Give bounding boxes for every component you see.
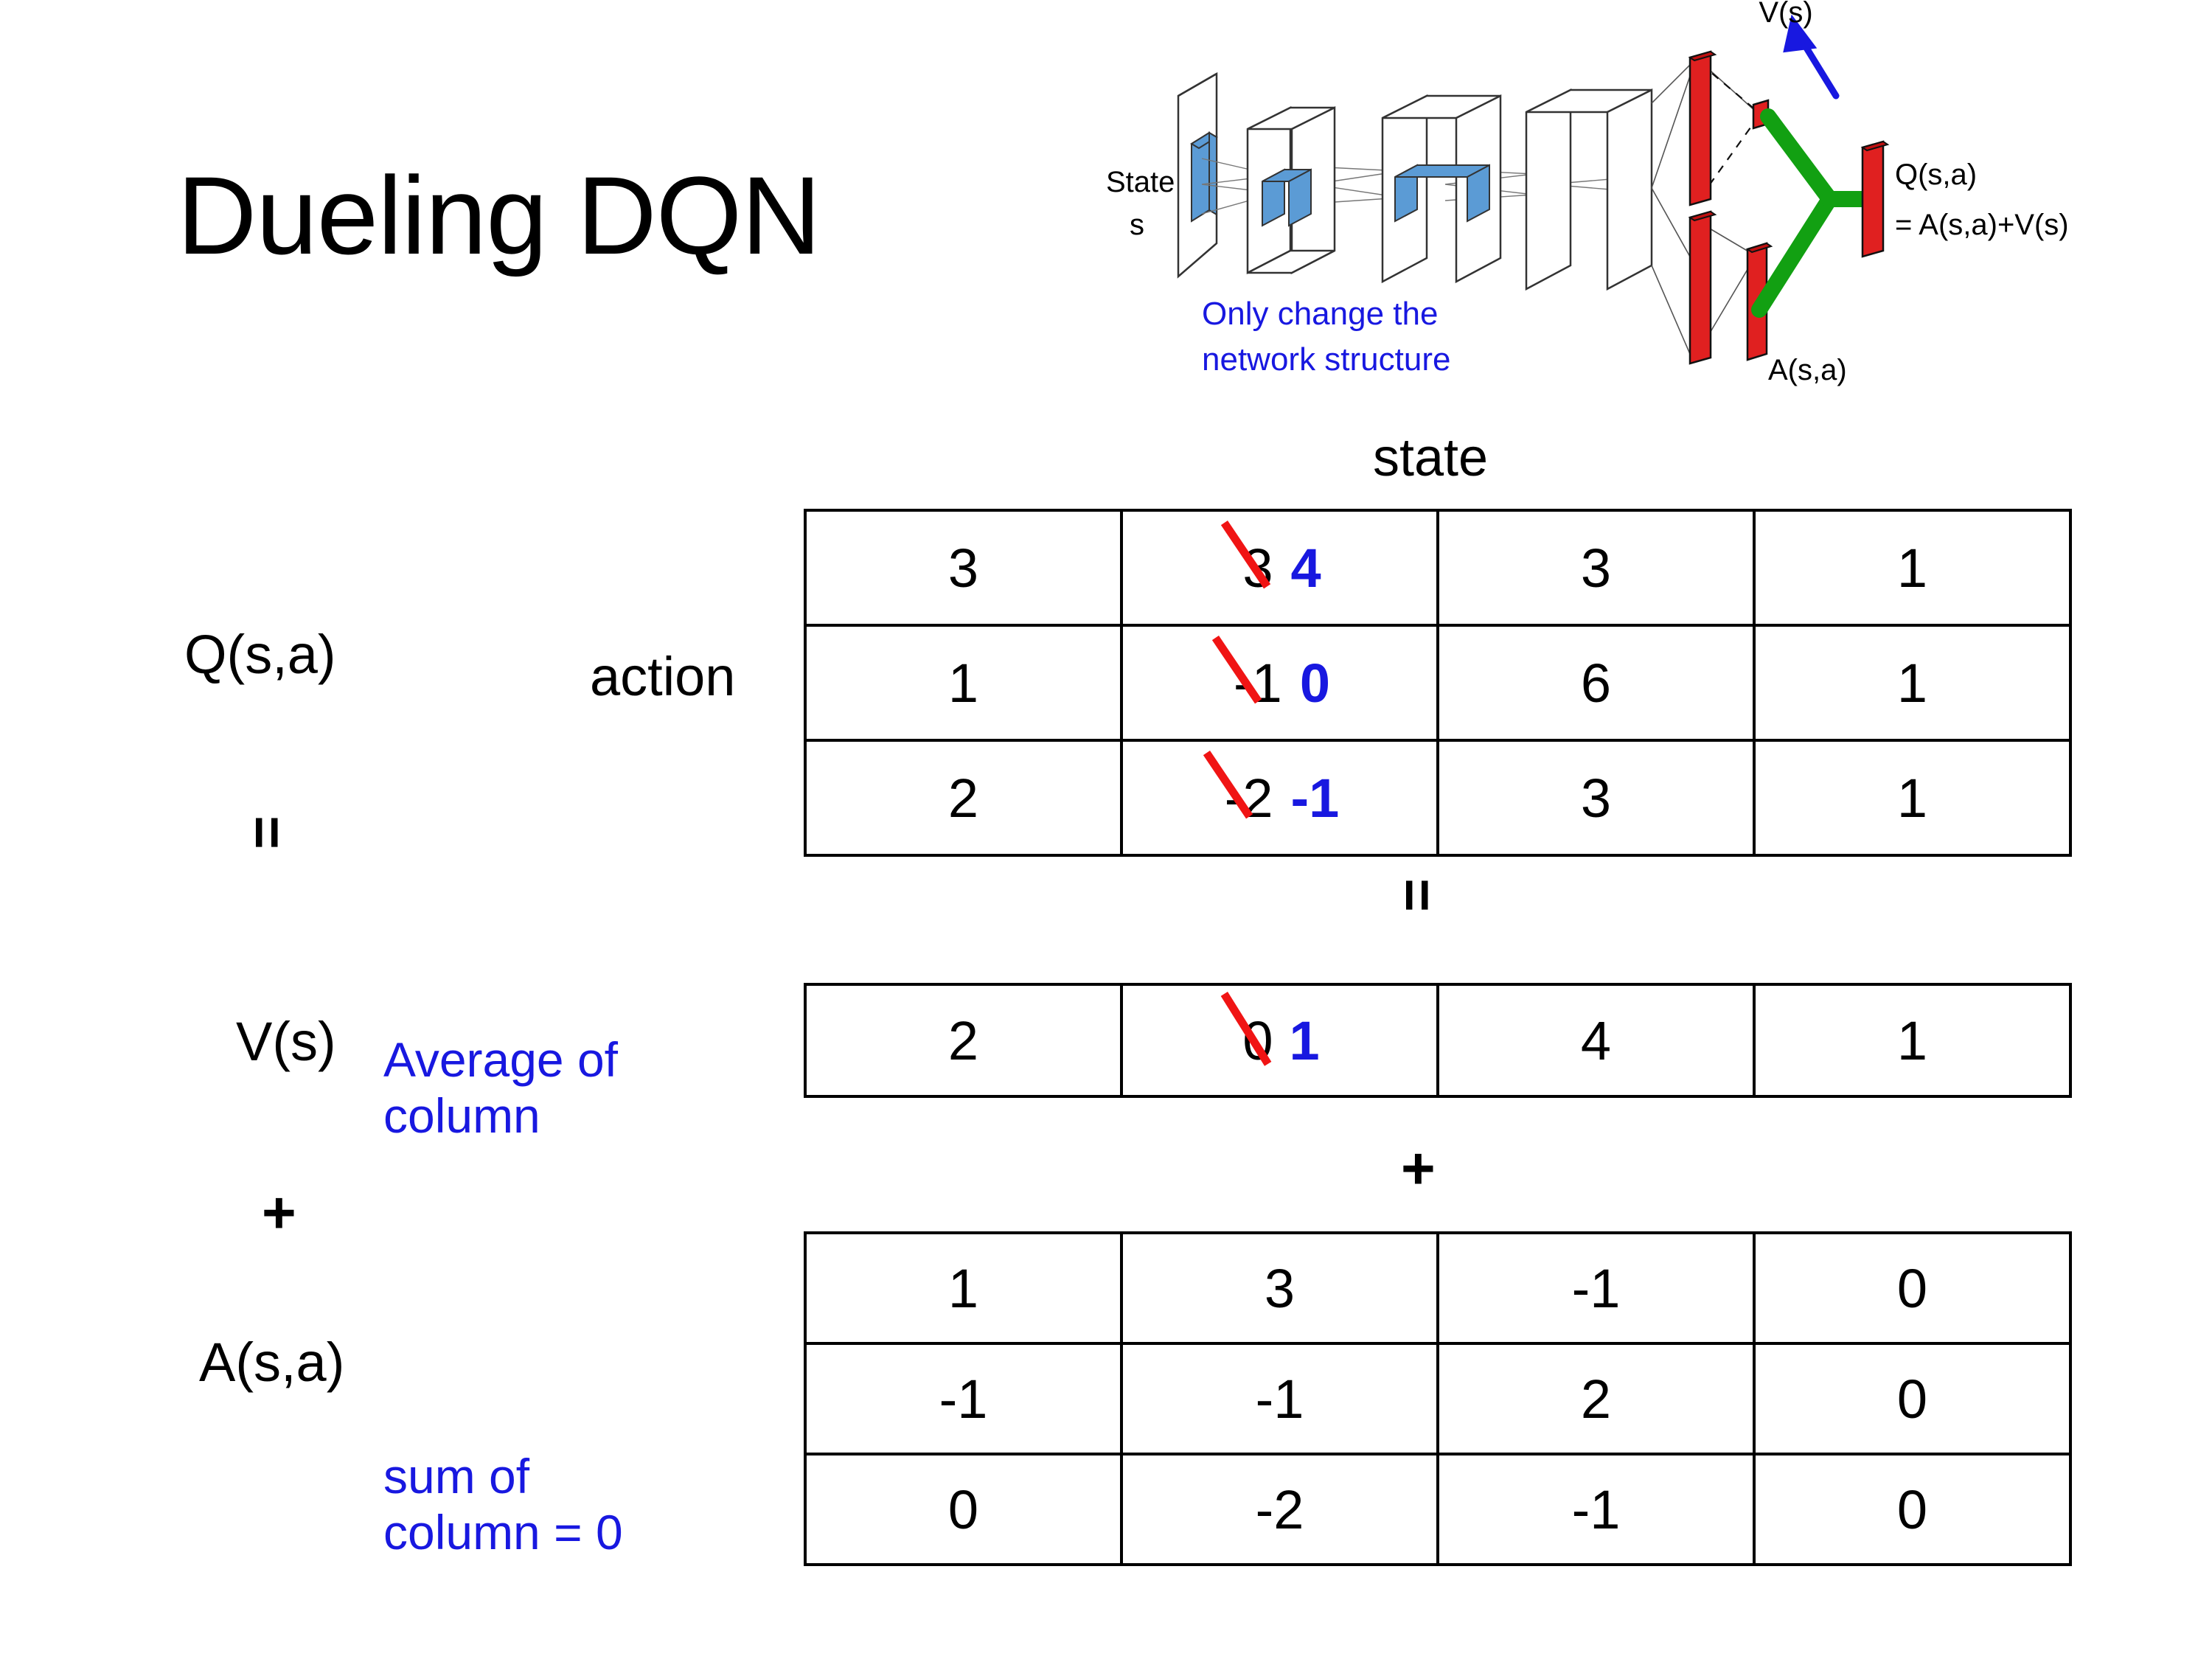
old-value: -2 bbox=[1220, 767, 1278, 830]
diagram-label-state: State bbox=[1106, 166, 1175, 198]
edited-cell: -2-1 bbox=[1220, 767, 1340, 830]
q-cell-r0c3[interactable]: 1 bbox=[1753, 509, 2072, 627]
a-value-table: 1 3 -1 0 -1 -1 2 0 0 -2 -1 0 bbox=[804, 1231, 2072, 1566]
a-cell-r0c0[interactable]: 1 bbox=[804, 1231, 1123, 1345]
new-value: 4 bbox=[1290, 537, 1321, 599]
diagram-note-line1: Only change the bbox=[1202, 296, 1438, 332]
page-title: Dueling DQN bbox=[177, 153, 821, 277]
q-cell-r2c3[interactable]: 1 bbox=[1753, 739, 2072, 857]
a-cell-r1c0[interactable]: -1 bbox=[804, 1342, 1123, 1455]
state-axis-text: state bbox=[1372, 428, 1489, 487]
v-cell-c2[interactable]: 4 bbox=[1436, 983, 1756, 1098]
diagram-label-q-formula: = A(s,a)+V(s) bbox=[1895, 209, 2069, 241]
new-value: 1 bbox=[1289, 1009, 1320, 1071]
a-cell-r0c3[interactable]: 0 bbox=[1753, 1231, 2072, 1345]
a-cell-r0c1[interactable]: 3 bbox=[1120, 1231, 1439, 1345]
action-axis-label: action bbox=[590, 646, 736, 707]
a-cell-r1c1[interactable]: -1 bbox=[1120, 1342, 1439, 1455]
q-cell-r1c2[interactable]: 6 bbox=[1436, 624, 1756, 742]
table-row: 0 -2 -1 0 bbox=[804, 1453, 2072, 1566]
old-value: -1 bbox=[1229, 652, 1287, 714]
equals-sign-middle: = bbox=[1385, 878, 1450, 912]
q-cell-r0c2[interactable]: 3 bbox=[1436, 509, 1756, 627]
v-table-label: V(s) bbox=[236, 1011, 336, 1072]
new-value: -1 bbox=[1290, 767, 1340, 829]
table-row: -1 -1 2 0 bbox=[804, 1342, 2072, 1455]
state-axis-label: state bbox=[0, 428, 2212, 488]
a-table-label: A(s,a) bbox=[199, 1332, 345, 1393]
plus-sign-middle: + bbox=[1401, 1135, 1436, 1201]
a-cell-r2c3[interactable]: 0 bbox=[1753, 1453, 2072, 1566]
a-cell-r2c1[interactable]: -2 bbox=[1120, 1453, 1439, 1566]
old-value: 0 bbox=[1239, 1009, 1276, 1072]
a-cell-r0c2[interactable]: -1 bbox=[1436, 1231, 1756, 1345]
v-cell-c0[interactable]: 2 bbox=[804, 983, 1123, 1098]
table-row: 1 3 -1 0 bbox=[804, 1231, 2072, 1345]
q-cell-r2c0[interactable]: 2 bbox=[804, 739, 1123, 857]
table-row: 2 -2-1 3 1 bbox=[804, 739, 2072, 857]
q-cell-r0c0[interactable]: 3 bbox=[804, 509, 1123, 627]
diagram-label-state-sub: s bbox=[1130, 209, 1144, 241]
a-cell-r1c3[interactable]: 0 bbox=[1753, 1342, 2072, 1455]
note-sum-of-column: sum of column = 0 bbox=[383, 1449, 623, 1559]
q-cell-r1c0[interactable]: 1 bbox=[804, 624, 1123, 742]
a-cell-r2c0[interactable]: 0 bbox=[804, 1453, 1123, 1566]
diagram-note-line2: network structure bbox=[1202, 341, 1450, 378]
old-value: 3 bbox=[1238, 537, 1277, 599]
a-cell-r1c2[interactable]: 2 bbox=[1436, 1342, 1756, 1455]
a-cell-r2c2[interactable]: -1 bbox=[1436, 1453, 1756, 1566]
q-cell-r2c1[interactable]: -2-1 bbox=[1120, 739, 1439, 857]
dueling-network-diagram: V(s) State s A(s,a) Q(s,a) = A(s,a)+V(s)… bbox=[1091, 0, 2212, 413]
equals-sign-left: = bbox=[234, 815, 300, 849]
plus-sign-left: + bbox=[262, 1180, 296, 1245]
q-cell-r1c3[interactable]: 1 bbox=[1753, 624, 2072, 742]
q-cell-r2c2[interactable]: 3 bbox=[1436, 739, 1756, 857]
note-average-of-column: Average of column bbox=[383, 1032, 619, 1143]
diagram-label-vs: V(s) bbox=[1759, 0, 1812, 29]
diagram-label-qsa: Q(s,a) bbox=[1895, 159, 1977, 191]
q-table-label: Q(s,a) bbox=[184, 624, 336, 685]
v-cell-c3[interactable]: 1 bbox=[1753, 983, 2072, 1098]
diagram-label-asa: A(s,a) bbox=[1768, 354, 1847, 386]
new-value: 0 bbox=[1299, 652, 1330, 714]
